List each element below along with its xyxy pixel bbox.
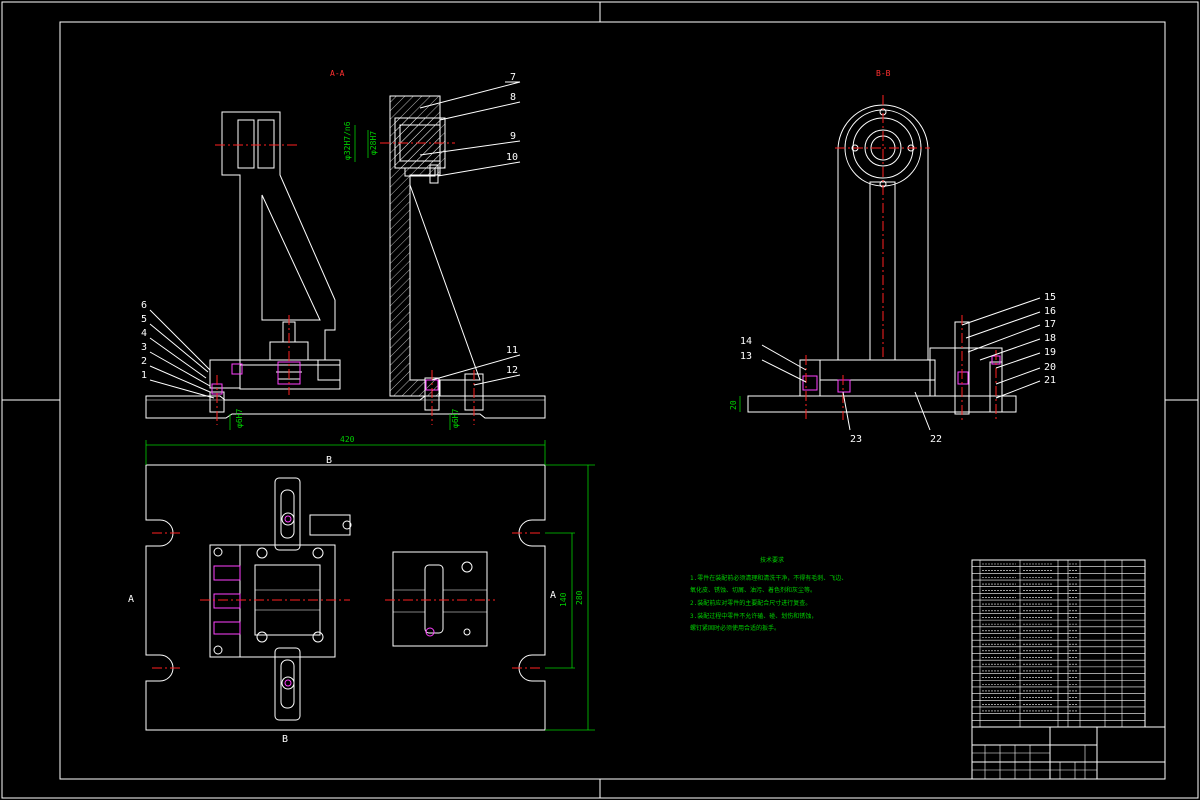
marker-a-right: A (550, 590, 556, 601)
callout-17: 17 (1044, 319, 1056, 330)
marker-b-top: B (326, 455, 332, 466)
callout-15: 15 (1044, 292, 1056, 303)
callout-12: 12 (506, 365, 518, 376)
note-line-2: 氧化皮、锈蚀、切屑、油污、着色剂和灰尘等。 (690, 586, 816, 594)
callout-2: 2 (141, 356, 147, 367)
callout-13: 13 (740, 351, 752, 362)
callout-21: 21 (1044, 375, 1056, 386)
dim-height-140: 140 (559, 592, 568, 607)
callout-8: 8 (510, 92, 516, 103)
callout-22: 22 (930, 434, 942, 445)
technical-notes: 技术要求 1.零件在装配前必须清理和清洗干净，不得有毛刺、飞边、 氧化皮、锈蚀、… (690, 556, 847, 632)
marker-b-bottom: B (282, 734, 288, 745)
top-view: 420 280 140 (128, 435, 595, 745)
pin-right-dim: φ6H7 (451, 409, 460, 428)
title-block (971, 726, 1166, 780)
callout-7: 7 (510, 72, 516, 83)
callout-16: 16 (1044, 306, 1056, 317)
notes-title: 技术要求 (760, 556, 784, 564)
callout-3: 3 (141, 342, 147, 353)
callouts-left: 6 5 4 3 2 1 7 8 9 10 11 12 (141, 72, 521, 399)
callout-14: 14 (740, 336, 752, 347)
marker-a-left: A (128, 594, 134, 605)
note-line-1: 1.零件在装配前必须清理和清洗干净，不得有毛刺、飞边、 (690, 574, 847, 582)
dim-overall-length: 420 (340, 435, 355, 444)
dim-height-280: 280 (575, 590, 584, 605)
section-b-view: B-B 20 (729, 69, 1017, 420)
note-line-5: 螺钉紧固时必须使用合适的扳手。 (690, 624, 780, 632)
callout-6: 6 (141, 300, 147, 311)
section-a-view: A-A (145, 69, 546, 430)
section-a-label: A-A (330, 69, 345, 78)
callout-11: 11 (506, 345, 518, 356)
callout-9: 9 (510, 131, 516, 142)
callout-5: 5 (141, 314, 147, 325)
callout-19: 19 (1044, 347, 1056, 358)
section-b-label: B-B (876, 69, 891, 78)
note-line-4: 3.装配过程中零件不允许磕、碰、划伤和锈蚀， (690, 612, 817, 620)
callout-4: 4 (141, 328, 147, 339)
bore-upper-dim: φ32H7/n6 (343, 121, 352, 160)
callout-18: 18 (1044, 333, 1056, 344)
note-line-3: 2.装配前应对零件的主要配合尺寸进行复查。 (690, 599, 811, 607)
bore-lower-dim: φ28H7 (369, 131, 378, 155)
callout-10: 10 (506, 152, 518, 163)
dim-b-20: 20 (729, 400, 738, 410)
bill-of-materials (971, 559, 1146, 728)
callout-20: 20 (1044, 362, 1056, 373)
callouts-right: 14 13 15 16 17 18 19 20 21 23 22 (740, 292, 1056, 445)
callout-23: 23 (850, 434, 862, 445)
callout-1: 1 (141, 370, 147, 381)
pin-left-dim: φ6H7 (235, 409, 244, 428)
